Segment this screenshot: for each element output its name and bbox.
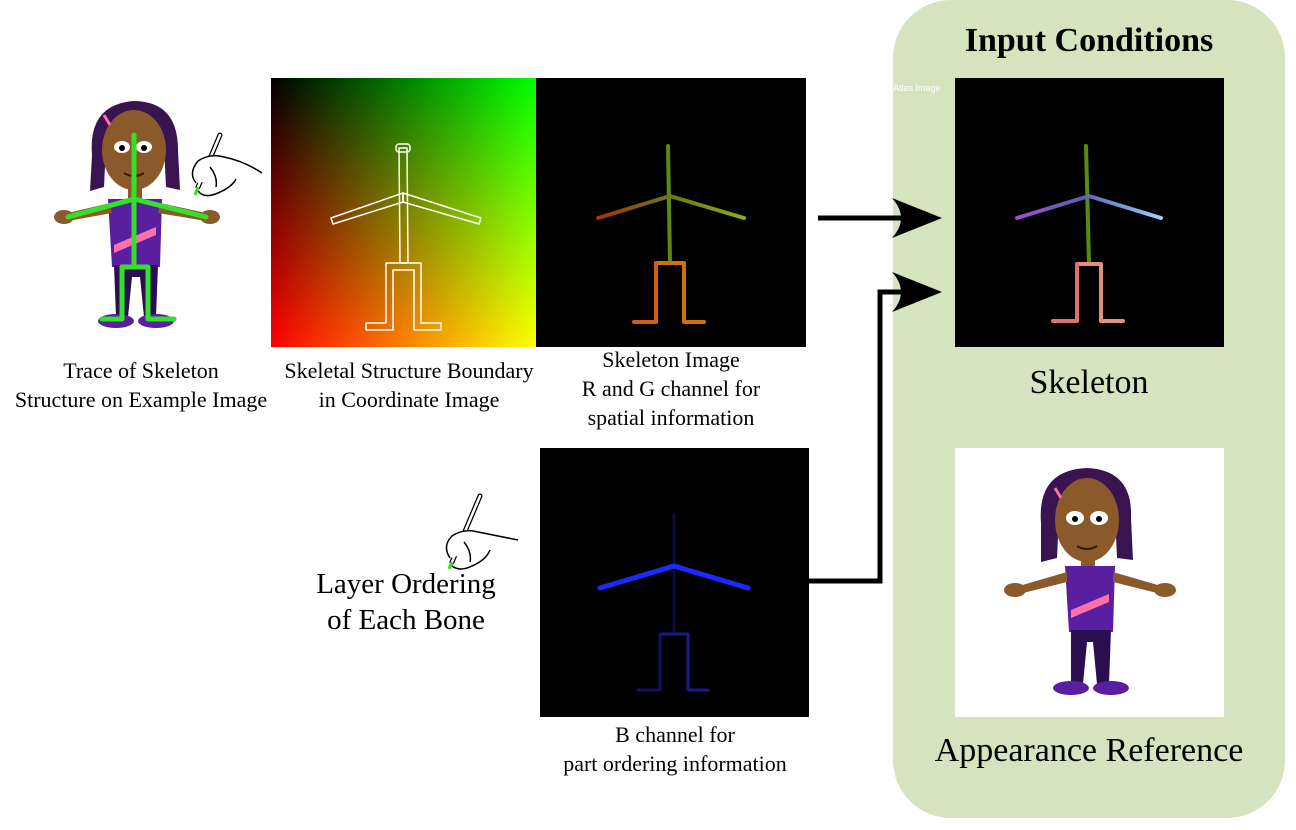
arrow-right-icon [808,272,942,584]
skeleton-boundary-outline [330,143,482,331]
caption-b-channel: B channel for part ordering information [563,722,787,776]
coordinate-image [271,78,536,347]
arrow-right-icon [818,198,942,238]
caption-trace: Trace of Skeleton Structure on Example I… [14,358,268,412]
atlas-image-label: Atlas Image [893,83,941,93]
flow-arrows [808,198,942,584]
hand-with-pen-icon [191,132,263,197]
appearance-reference-label: Appearance Reference [934,732,1244,769]
caption-skeleton-image: Skeleton Image R and G channel for spati… [581,347,761,430]
appearance-reference-image [955,448,1224,717]
hand-with-pen-icon [445,493,519,570]
caption-boundary: Skeletal Structure Boundary in Coordinat… [284,358,534,412]
b-channel-image [540,448,809,717]
caption-layer-ordering: Layer Ordering of Each Bone [316,568,496,636]
panel-title: Input Conditions [964,22,1214,59]
skeleton-label: Skeleton [1029,364,1149,401]
skeleton-condition-image [955,78,1224,347]
skeleton-image-rg [536,78,806,347]
example-character-image [54,101,263,328]
